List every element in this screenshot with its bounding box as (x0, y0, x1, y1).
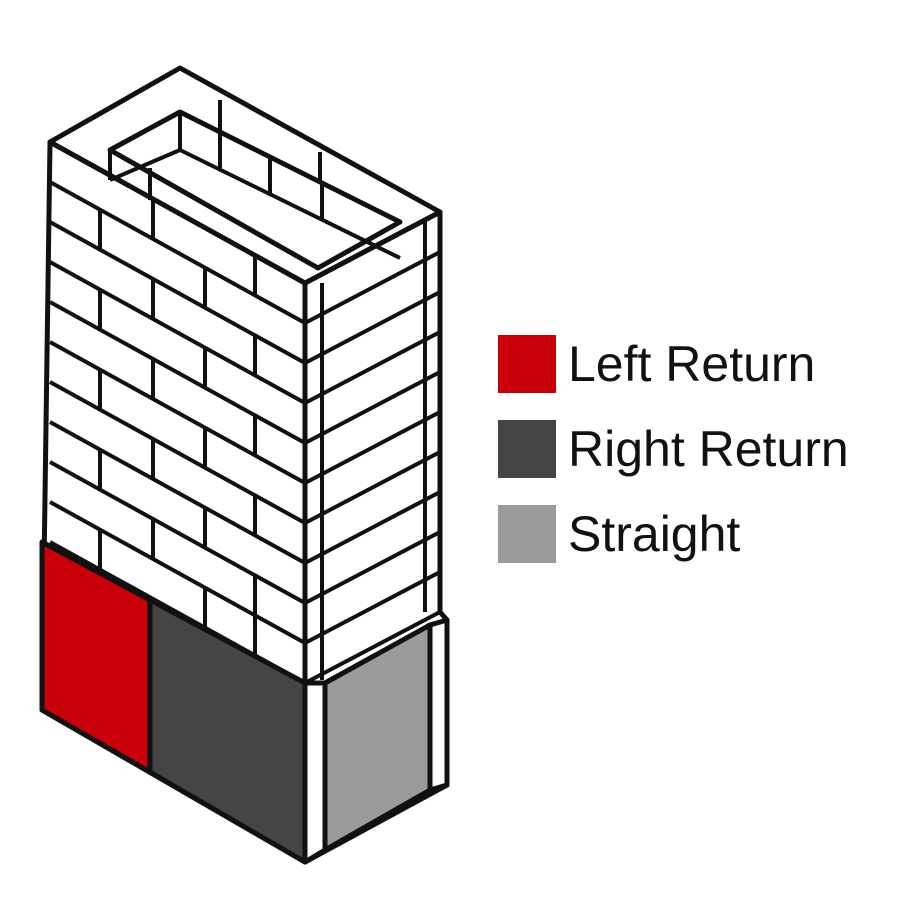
legend-label-right-return: Right Return (568, 421, 849, 477)
legend-swatch-left-return (498, 335, 556, 393)
base-trim (302, 680, 328, 865)
legend-swatch-right-return (498, 420, 556, 478)
cavity-brick-lines (108, 100, 401, 260)
legend-item-left-return: Left Return (498, 335, 898, 393)
legend-item-right-return: Right Return (498, 420, 898, 478)
right-face-courses (304, 220, 441, 685)
legend: Left Return Right Return Straight (498, 335, 898, 590)
legend-item-straight: Straight (498, 505, 898, 563)
legend-label-left-return: Left Return (568, 336, 816, 392)
legend-swatch-straight (498, 505, 556, 563)
base-trim-right (427, 617, 450, 793)
legend-label-straight: Straight (568, 506, 741, 562)
